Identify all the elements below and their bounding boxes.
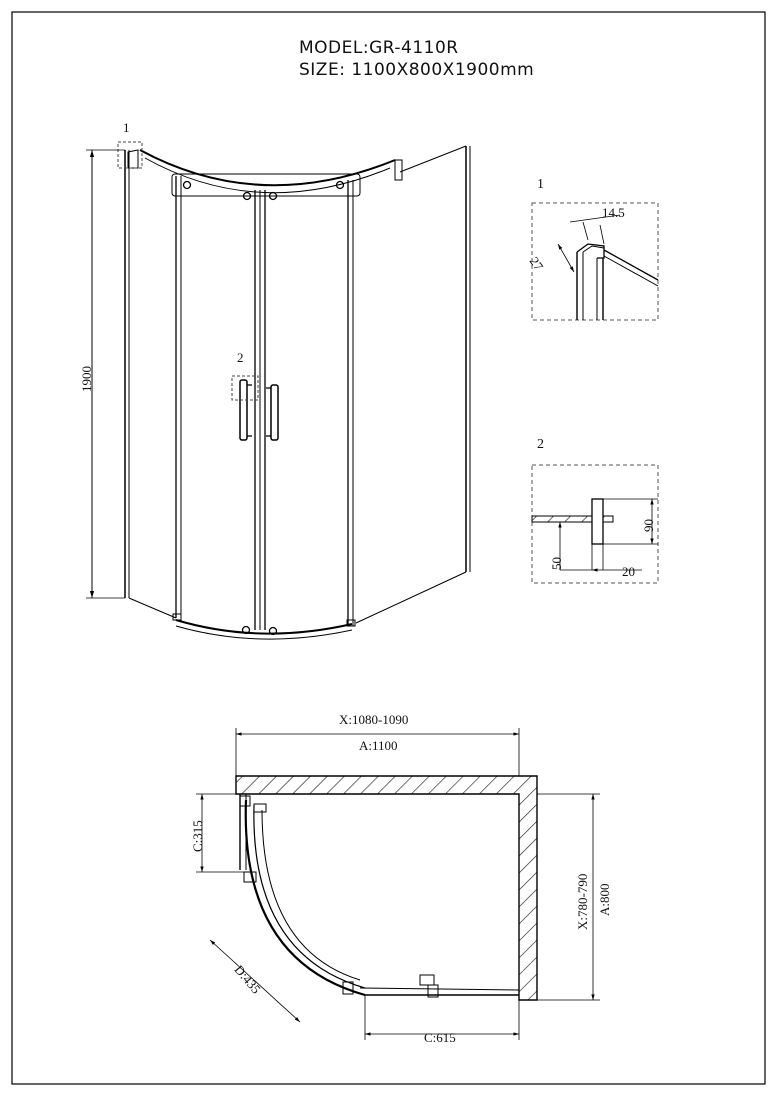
plan-a-width: A:1100 — [359, 738, 398, 753]
front-detail-2-marker: 2 — [237, 350, 244, 365]
detail-2-dim-right: 20 — [622, 564, 635, 579]
front-detail-1-marker: 1 — [123, 120, 130, 135]
detail-2-dim-height: 90 — [641, 519, 656, 532]
detail-2-dim-left: 50 — [549, 557, 564, 570]
plan-a-depth: A:800 — [597, 883, 612, 917]
size-title: SIZE: 1100X800X1900mm — [299, 60, 535, 80]
detail-2-label: 2 — [537, 437, 544, 452]
plan-x-depth: X:780-790 — [575, 873, 590, 930]
detail-1-dim-top: 14.5 — [602, 205, 625, 220]
detail-2-drawing — [531, 464, 659, 584]
detail-1-drawing — [531, 202, 659, 321]
plan-c-left: C:315 — [190, 820, 205, 852]
detail-1-label: 1 — [537, 177, 544, 192]
plan-view — [196, 728, 600, 1040]
model-title: MODEL:GR-4110R — [299, 38, 459, 58]
front-view — [86, 141, 471, 640]
plan-x-width: X:1080-1090 — [339, 712, 409, 727]
plan-c-bottom: C:615 — [424, 1030, 456, 1045]
page-border — [11, 11, 766, 1085]
height-dimension-label: 1900 — [79, 366, 94, 392]
